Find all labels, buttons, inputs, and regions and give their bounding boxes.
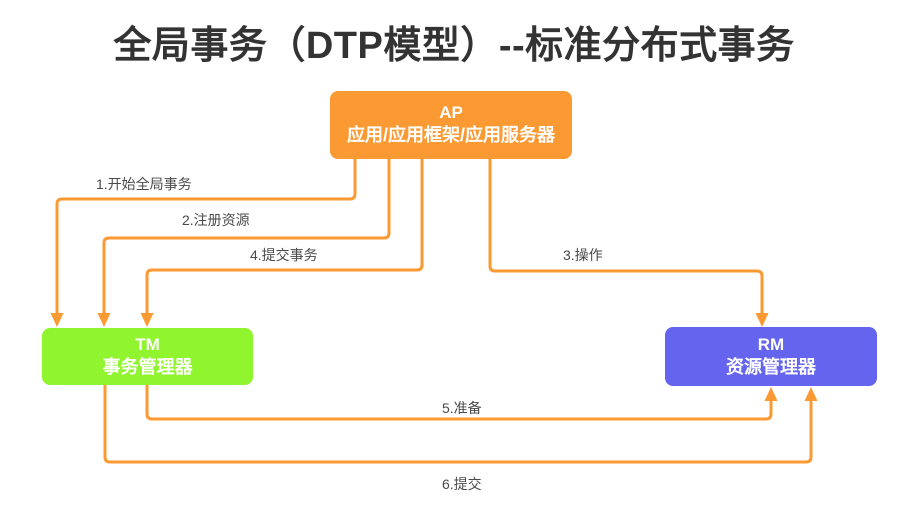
diagram-title: 全局事务（DTP模型）--标准分布式事务 <box>113 25 795 67</box>
edge-5-label: 5.准备 <box>442 400 482 416</box>
edge-2-arrow-down-icon <box>97 313 111 327</box>
edge-6-line <box>103 385 813 464</box>
node-rm: RM 资源管理器 <box>665 327 877 386</box>
edge-3-label: 3.操作 <box>563 247 603 263</box>
edge-6-label: 6.提交 <box>442 476 482 492</box>
node-tm: TM 事务管理器 <box>42 328 253 385</box>
edge-5-arrow-up-icon <box>764 387 778 401</box>
node-tm-label: 事务管理器 <box>102 356 193 377</box>
edge-1-line <box>55 159 357 313</box>
edge-4-label: 4.提交事务 <box>250 247 318 263</box>
node-ap: AP 应用/应用框架/应用服务器 <box>330 91 572 159</box>
edge-1-label: 1.开始全局事务 <box>96 176 192 192</box>
node-ap-label: 应用/应用框架/应用服务器 <box>346 125 555 146</box>
edge-4-line <box>145 159 424 313</box>
node-ap-abbr: AP <box>439 103 463 123</box>
edge-2-line <box>102 159 391 313</box>
node-rm-label: 资源管理器 <box>726 356 816 377</box>
edge-5-line <box>145 385 773 421</box>
node-tm-abbr: TM <box>135 334 160 354</box>
edge-4-arrow-down-icon <box>140 313 154 327</box>
edge-3-line <box>488 159 764 313</box>
edge-1-arrow-down-icon <box>50 313 64 327</box>
edge-6-arrow-up-icon <box>804 387 818 401</box>
node-rm-abbr: RM <box>757 334 785 354</box>
edge-3-arrow-down-icon <box>755 313 769 327</box>
edge-2-label: 2.注册资源 <box>182 212 250 228</box>
